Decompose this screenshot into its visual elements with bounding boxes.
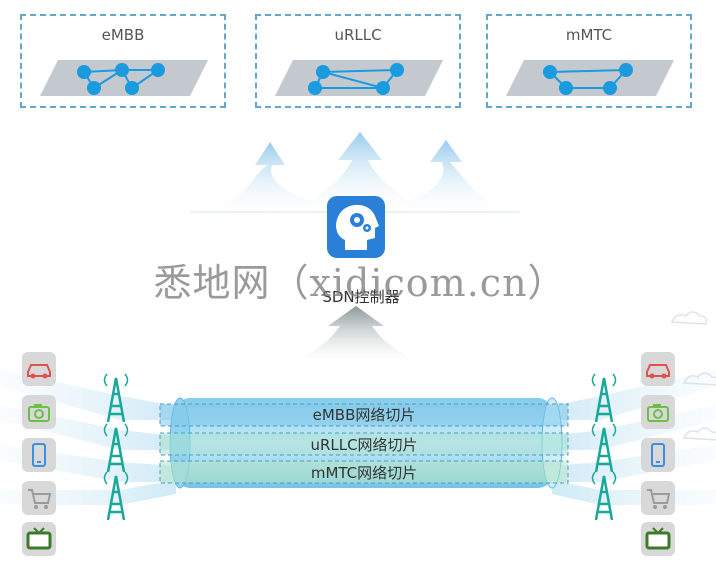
- tv-icon: [641, 522, 675, 556]
- network-graph-embb: [40, 60, 208, 96]
- network-graph-mmtc: [506, 60, 674, 96]
- car-icon: [641, 352, 675, 386]
- network-graph-urllc: [275, 60, 443, 96]
- camera-icon: [22, 395, 56, 429]
- pipe-slice-label-mmtc: mMTC网络切片: [310, 464, 418, 482]
- car-icon: [22, 352, 56, 386]
- sdn-controller-label: SDN控制器: [322, 288, 400, 306]
- pipe-slice-label-embb: eMBB网络切片: [312, 406, 416, 424]
- upward-arrows: [190, 132, 520, 212]
- head-gear-icon: [336, 204, 379, 250]
- watermark-text: 悉地网（xidicom.cn）: [153, 261, 567, 305]
- phone-icon: [641, 438, 675, 472]
- slice-pipe: [159, 397, 569, 489]
- slice-box-embb: eMBB: [20, 14, 226, 108]
- gray-up-arrow: [298, 306, 414, 360]
- camera-icon: [641, 395, 675, 429]
- slice-label-mmtc: mMTC: [565, 26, 613, 44]
- pipe-slice-label-urllc: uRLLC网络切片: [310, 436, 418, 454]
- cart-icon: [641, 481, 675, 515]
- slice-label-embb: eMBB: [101, 26, 145, 44]
- tower-icons-right: [591, 373, 617, 521]
- phone-icon: [22, 438, 56, 472]
- tv-icon: [22, 522, 56, 556]
- sdn-controller-icon: [327, 196, 385, 258]
- tower-icons-left: [103, 373, 129, 521]
- slice-label-urllc: uRLLC: [334, 26, 382, 44]
- slice-box-mmtc: mMTC: [486, 14, 692, 108]
- cart-icon: [22, 481, 56, 515]
- slice-box-urllc: uRLLC: [255, 14, 461, 108]
